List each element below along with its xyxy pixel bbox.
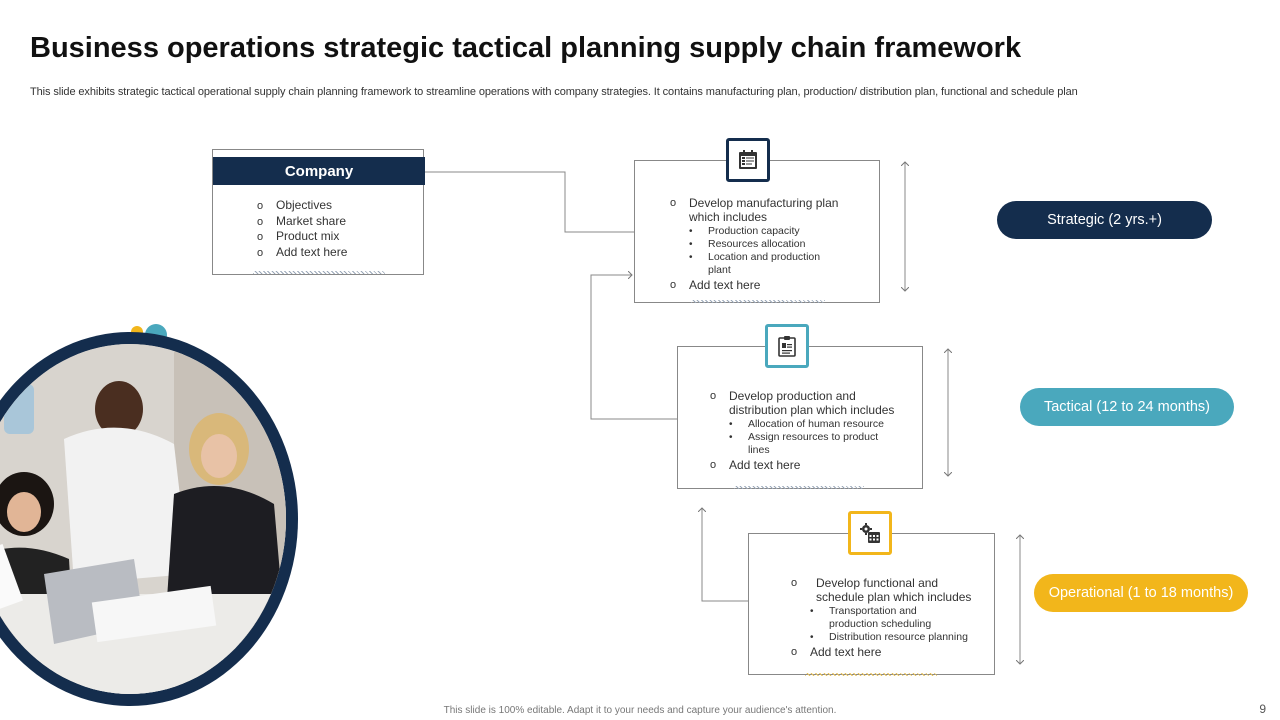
operational-plan-intro: Develop functional and schedule plan whi… <box>816 576 972 604</box>
company-heading: Company <box>213 157 425 185</box>
operational-plan-extra: Add text here <box>791 645 986 659</box>
company-item: Objectives <box>257 198 347 214</box>
decorative-hatch <box>805 673 937 676</box>
strategic-subitem: Production capacity <box>689 225 870 238</box>
strategic-to-tactical-connector <box>590 275 677 420</box>
tactical-plan-intro: Develop production and distribution plan… <box>729 389 895 417</box>
planning-checklist-icon <box>726 138 770 182</box>
strategic-pill: Strategic (2 yrs.+) <box>997 201 1212 239</box>
operational-plan-box: Develop functional and schedule plan whi… <box>748 533 995 676</box>
decorative-hatch <box>734 486 864 489</box>
gear-calendar-icon <box>848 511 892 555</box>
footer-note: This slide is 100% editable. Adapt it to… <box>443 705 837 716</box>
company-item: Market share <box>257 214 347 230</box>
tactical-plan-box: Develop production and distribution plan… <box>677 346 923 489</box>
strategic-plan-item: Develop manufacturing plan which include… <box>670 196 870 277</box>
tactical-pill: Tactical (12 to 24 months) <box>1020 388 1234 426</box>
tactical-plan-item: Develop production and distribution plan… <box>710 389 915 457</box>
page-subtitle: This slide exhibits strategic tactical o… <box>30 86 1078 98</box>
tactical-plan-sublist: Allocation of human resource Assign reso… <box>729 418 915 457</box>
tactical-to-operational-connector <box>702 508 748 602</box>
team-photo-frame <box>0 332 298 706</box>
tactical-plan-extra: Add text here <box>710 458 915 472</box>
strategic-subitem: Location and production plant <box>689 251 838 277</box>
page-title: Business operations strategic tactical p… <box>30 32 1022 64</box>
strategic-plan-intro: Develop manufacturing plan which include… <box>689 196 839 224</box>
strategic-plan-sublist: Production capacity Resources allocation… <box>689 225 870 277</box>
page-number: 9 <box>1259 702 1266 716</box>
team-photo <box>0 344 286 694</box>
decorative-hatch <box>253 271 385 274</box>
operational-plan-sublist: Transportation and production scheduling… <box>810 605 986 644</box>
operational-plan-item: Develop functional and schedule plan whi… <box>791 576 986 644</box>
company-box: Company Objectives Market share Product … <box>212 149 425 275</box>
operational-subitem: Transportation and production scheduling <box>810 605 954 631</box>
tactical-subitem: Assign resources to product lines <box>729 431 898 457</box>
operational-pill: Operational (1 to 18 months) <box>1034 574 1248 612</box>
operational-subitem: Distribution resource planning <box>810 631 986 644</box>
company-item: Add text here <box>257 245 347 261</box>
clipboard-report-icon <box>765 324 809 368</box>
strategic-plan-extra: Add text here <box>670 278 870 292</box>
company-list: Objectives Market share Product mix Add … <box>257 198 347 260</box>
company-to-strategic-connector <box>424 171 634 233</box>
decorative-hatch <box>691 300 825 303</box>
company-item: Product mix <box>257 229 347 245</box>
tactical-subitem: Allocation of human resource <box>729 418 915 431</box>
strategic-subitem: Resources allocation <box>689 238 870 251</box>
